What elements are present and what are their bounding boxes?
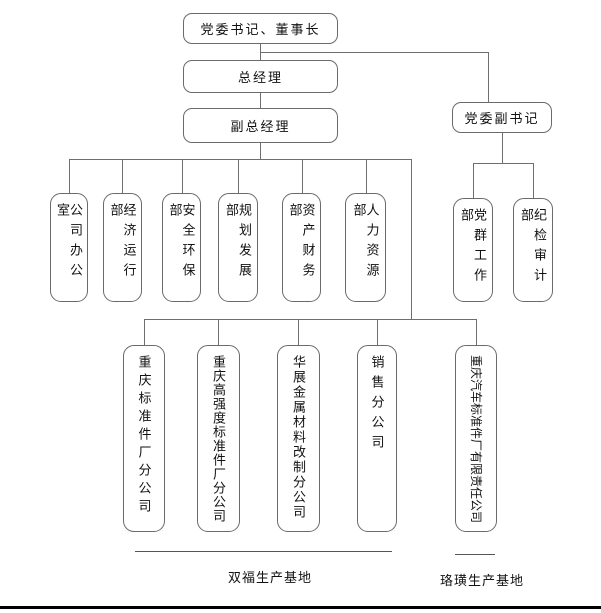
connector-line [298,319,299,345]
subsidiary-label: 华展金属材料改制分公司 [291,355,306,520]
dept-label: 公司办公室 [55,203,83,283]
subsidiary-label: 销售分公司 [369,355,385,455]
node-sub-sales-branch: 销售分公司 [357,345,397,532]
subsidiary-label: 重庆标准件厂分公司 [136,355,152,517]
page-bottom-rule [0,606,601,609]
node-sub-cq-auto-standard-parts: 重庆汽车标准件厂有限责任公司 [455,345,497,532]
node-party-secretary-chairman: 党委书记、董事长 [183,13,338,44]
dept-label: 党群工作部 [459,208,487,288]
node-dept-human-resources: 人力资源部 [345,193,386,302]
connector-line [218,319,219,345]
connector-line [260,143,261,159]
subsidiary-label: 重庆高强度标准件厂分公司 [211,355,226,523]
connector-line [69,159,412,160]
connector-line [502,133,503,163]
connector-line [473,163,533,164]
node-dept-company-office: 公司办公室 [50,193,88,302]
node-sub-cq-high-strength-standard-parts: 重庆高强度标准件厂分公司 [197,345,240,532]
connector-line [488,52,489,102]
node-dept-safety-environment: 安全环保部 [162,193,201,302]
node-deputy-party-secretary: 党委副书记 [452,102,552,133]
dept-label: 纪检审计部 [519,208,547,288]
connector-line [411,159,412,319]
connector-line [473,163,474,198]
shuangfu-base-underline [135,551,392,552]
subsidiary-label: 重庆汽车标准件厂有限责任公司 [469,355,483,524]
node-dept-discipline-audit: 纪检审计部 [513,198,553,302]
connector-line [302,159,303,193]
node-dept-planning-development: 规划发展部 [218,193,258,302]
node-dept-asset-finance: 资产财务部 [282,193,321,302]
node-sub-cq-standard-parts: 重庆标准件厂分公司 [123,345,165,532]
luohuang-base-underline [455,554,495,555]
connector-line [533,163,534,198]
node-dept-party-mass-work: 党群工作部 [453,198,493,302]
dept-label: 安全环保部 [167,203,196,283]
connector-line [144,319,145,345]
connector-line [260,52,488,53]
connector-line [476,319,477,345]
dept-label: 经济运行部 [108,203,137,283]
label-shuangfu-base: 双福生产基地 [227,570,312,585]
dept-label: 资产财务部 [287,203,316,283]
connector-line [144,319,476,320]
connector-line [366,159,367,193]
connector-line [122,159,123,193]
label-luohuang-base: 珞璜生产基地 [439,573,524,588]
connector-line [69,159,70,193]
dept-label: 规划发展部 [224,203,252,283]
connector-line [238,159,239,193]
connector-line [377,319,378,345]
node-sub-huazhan-metal-materials: 华展金属材料改制分公司 [277,345,320,532]
dept-label: 人力资源部 [351,203,380,283]
node-dept-economic-operation: 经济运行部 [103,193,142,302]
node-general-manager: 总经理 [183,60,338,93]
node-deputy-general-manager: 副总经理 [183,108,338,143]
connector-line [260,93,261,108]
connector-line [182,159,183,193]
